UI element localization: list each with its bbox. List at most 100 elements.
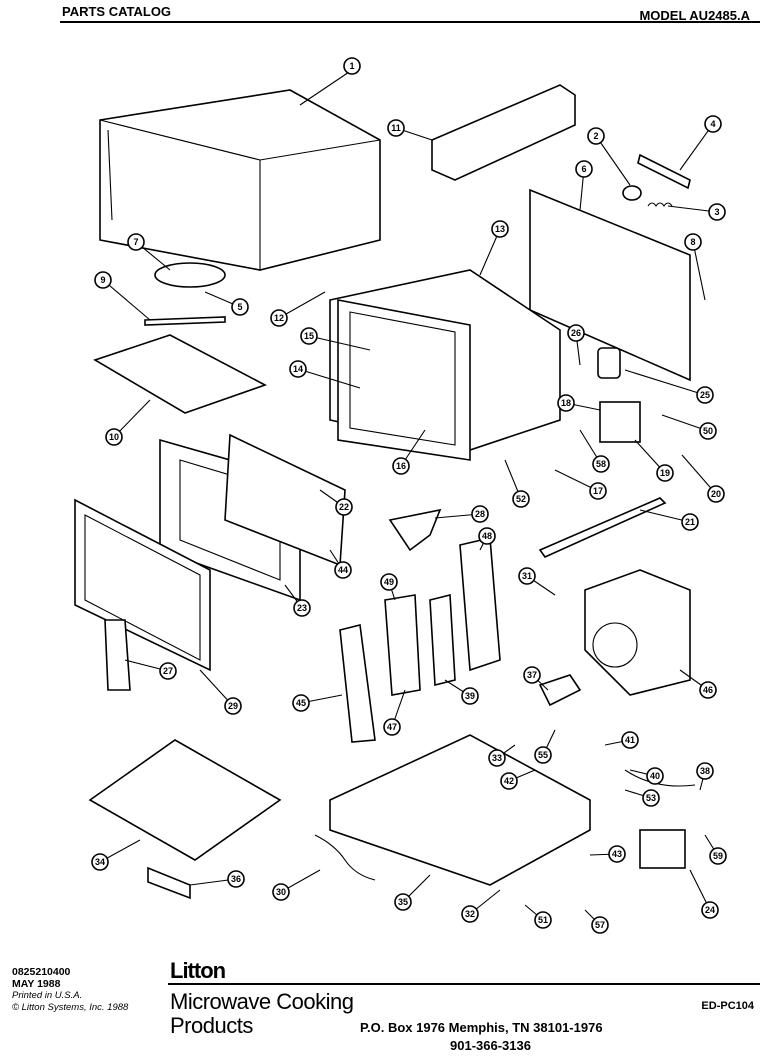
svg-text:18: 18	[561, 398, 571, 408]
brand-rule	[168, 983, 760, 985]
phone-number: 901-366-3136	[450, 1038, 531, 1053]
mailing-address: P.O. Box 1976 Memphis, TN 38101-1976	[360, 1020, 603, 1035]
product-line: Microwave Cooking Products	[170, 989, 354, 1038]
control-bracket	[429, 593, 456, 687]
outer-case	[99, 89, 381, 271]
part-number: 0825210400	[12, 966, 71, 978]
stirrer-bracket	[144, 316, 226, 326]
callout-8: 8	[684, 233, 706, 301]
svg-text:27: 27	[163, 666, 173, 676]
blower-housing	[584, 569, 691, 696]
callout-14: 14	[289, 360, 361, 389]
svg-text:2: 2	[593, 131, 598, 141]
callout-7: 7	[127, 233, 171, 271]
svg-text:25: 25	[700, 390, 710, 400]
callout-35: 35	[394, 874, 431, 911]
callout-49: 49	[380, 573, 398, 601]
svg-text:45: 45	[296, 698, 306, 708]
svg-text:29: 29	[228, 701, 238, 711]
svg-text:35: 35	[398, 897, 408, 907]
svg-text:10: 10	[109, 432, 119, 442]
svg-text:7: 7	[133, 237, 138, 247]
callout-43: 43	[589, 845, 626, 863]
hinge-bracket	[388, 508, 442, 552]
base-plate	[329, 734, 591, 886]
svg-text:38: 38	[700, 766, 710, 776]
exploded-parts-diagram: 1 11 2 4 3 6 8 7 9 5 12 13 15 14 10 16 2…	[74, 57, 727, 934]
callout-10: 10	[105, 399, 151, 446]
spring	[647, 202, 673, 207]
callout-6: 6	[575, 160, 593, 211]
svg-text:5: 5	[237, 302, 242, 312]
callout-4: 4	[679, 115, 722, 171]
callout-16: 16	[392, 429, 426, 475]
callout-17: 17	[554, 469, 607, 500]
svg-text:42: 42	[504, 776, 514, 786]
shelf-rack	[88, 739, 282, 861]
door-front	[74, 498, 211, 672]
svg-text:53: 53	[646, 793, 656, 803]
callout-11: 11	[387, 119, 433, 141]
back-bracket	[431, 84, 576, 181]
callout-25: 25	[624, 369, 714, 404]
svg-text:20: 20	[711, 489, 721, 499]
callout-12: 12	[270, 291, 326, 327]
svg-text:1: 1	[349, 61, 354, 71]
manual-box	[147, 866, 191, 900]
svg-text:51: 51	[538, 915, 548, 925]
callout-53: 53	[624, 789, 660, 807]
callout-28: 28	[434, 505, 489, 523]
svg-text:49: 49	[384, 577, 394, 587]
svg-text:14: 14	[293, 364, 303, 374]
door-latch	[104, 619, 131, 691]
product-line-1: Microwave Cooking	[170, 989, 354, 1014]
callout-1: 1	[299, 57, 361, 106]
svg-text:31: 31	[522, 571, 532, 581]
callout-47: 47	[383, 689, 406, 736]
callout-36: 36	[189, 870, 245, 888]
callout-3: 3	[667, 203, 726, 221]
part-callouts: 1 11 2 4 3 6 8 7 9 5 12 13 15 14 10 16 2…	[91, 57, 727, 934]
callout-20: 20	[681, 454, 725, 503]
product-line-2: Products	[170, 1013, 253, 1038]
fan-blade	[538, 674, 582, 707]
model-number: MODEL AU2485.A	[639, 8, 750, 23]
callout-9: 9	[94, 271, 151, 321]
callout-55: 55	[534, 729, 556, 764]
svg-text:33: 33	[492, 753, 502, 763]
svg-text:15: 15	[304, 331, 314, 341]
svg-text:12: 12	[274, 313, 284, 323]
stirrer-fan	[154, 262, 226, 288]
callout-59: 59	[704, 834, 727, 865]
capacitor	[597, 347, 621, 379]
svg-text:4: 4	[710, 119, 715, 129]
svg-text:46: 46	[703, 685, 713, 695]
svg-text:30: 30	[276, 887, 286, 897]
callout-15: 15	[300, 327, 371, 351]
copyright: © Litton Systems, Inc. 1988	[12, 1002, 129, 1013]
callout-38: 38	[696, 762, 714, 791]
tray	[93, 334, 267, 414]
svg-text:40: 40	[650, 771, 660, 781]
callout-26: 26	[567, 324, 585, 366]
svg-text:44: 44	[338, 565, 348, 575]
svg-text:37: 37	[527, 670, 537, 680]
svg-text:36: 36	[231, 874, 241, 884]
callout-39: 39	[444, 679, 479, 705]
svg-text:9: 9	[100, 275, 105, 285]
mounting-rail	[538, 497, 667, 558]
printed-location: Printed in U.S.A.	[12, 990, 83, 1001]
svg-text:57: 57	[595, 920, 605, 930]
callout-42: 42	[500, 769, 536, 790]
document-code: ED-PC104	[701, 1000, 754, 1012]
svg-text:47: 47	[387, 722, 397, 732]
print-date: MAY 1988	[12, 978, 61, 990]
callout-58: 58	[579, 429, 610, 473]
svg-text:8: 8	[690, 237, 695, 247]
svg-text:26: 26	[571, 328, 581, 338]
callout-40: 40	[629, 767, 664, 785]
side-panel	[459, 537, 501, 672]
svg-text:17: 17	[593, 486, 603, 496]
callout-29: 29	[199, 669, 242, 715]
callout-41: 41	[604, 731, 639, 749]
